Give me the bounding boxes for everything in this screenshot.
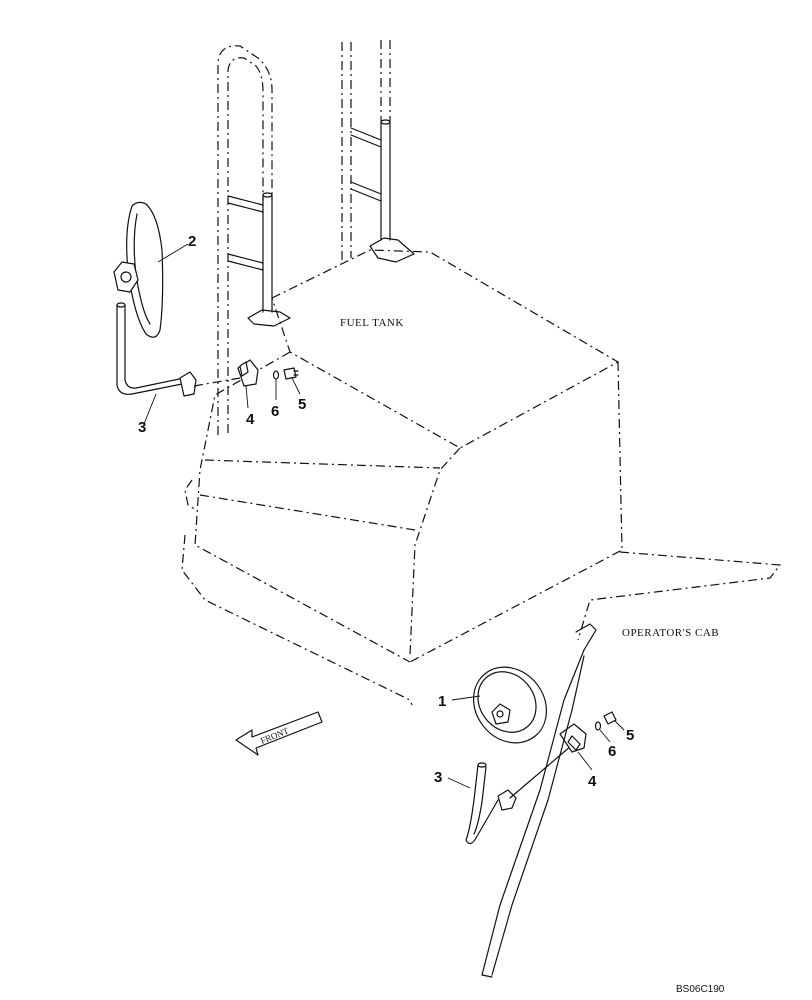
drawing-code: BS06C190 <box>676 984 725 995</box>
callout-5-left: 5 <box>291 377 306 413</box>
fuel-tank-outline <box>181 249 782 706</box>
callout-5-left-number: 5 <box>298 396 306 413</box>
callout-3-right-number: 3 <box>434 769 442 786</box>
callout-6-left-number: 6 <box>271 403 279 420</box>
callout-1-number: 1 <box>438 693 446 710</box>
callout-4-right: 4 <box>577 751 597 790</box>
ladder-right <box>341 40 415 263</box>
bolt-left <box>283 367 299 380</box>
stay-right <box>465 762 517 845</box>
mirror-left <box>113 201 164 338</box>
callout-4-right-number: 4 <box>588 773 597 790</box>
callout-4-left: 4 <box>245 385 255 428</box>
bracket-left <box>237 359 259 387</box>
mirror-right <box>473 666 547 744</box>
washer-left <box>272 370 280 380</box>
mount-line-left <box>193 377 241 387</box>
handrail-left <box>217 45 273 435</box>
stay-left <box>116 302 197 397</box>
callout-3-left: 3 <box>138 393 157 436</box>
callout-4-left-number: 4 <box>246 411 255 428</box>
callout-6-left: 6 <box>271 379 279 420</box>
mount-line-right <box>509 739 579 799</box>
washer-right <box>594 721 602 731</box>
front-arrow: FRONT <box>235 711 323 756</box>
fuel-tank-label: FUEL TANK <box>340 317 404 329</box>
callout-5-right-number: 5 <box>626 727 634 744</box>
bracket-right <box>559 723 587 753</box>
operators-cab-label: OPERATOR'S CAB <box>622 627 719 639</box>
callout-3-right: 3 <box>434 769 471 789</box>
callout-1: 1 <box>438 693 481 710</box>
ladder-rail-left <box>227 192 291 327</box>
callout-6-right: 6 <box>599 729 616 760</box>
callout-3-left-number: 3 <box>138 419 146 436</box>
bolt-right <box>603 711 617 725</box>
callout-2: 2 <box>157 233 196 263</box>
cab-pillar <box>481 623 597 978</box>
callout-2-number: 2 <box>188 233 196 250</box>
callout-6-right-number: 6 <box>608 743 616 760</box>
callout-5-right: 5 <box>613 719 634 744</box>
